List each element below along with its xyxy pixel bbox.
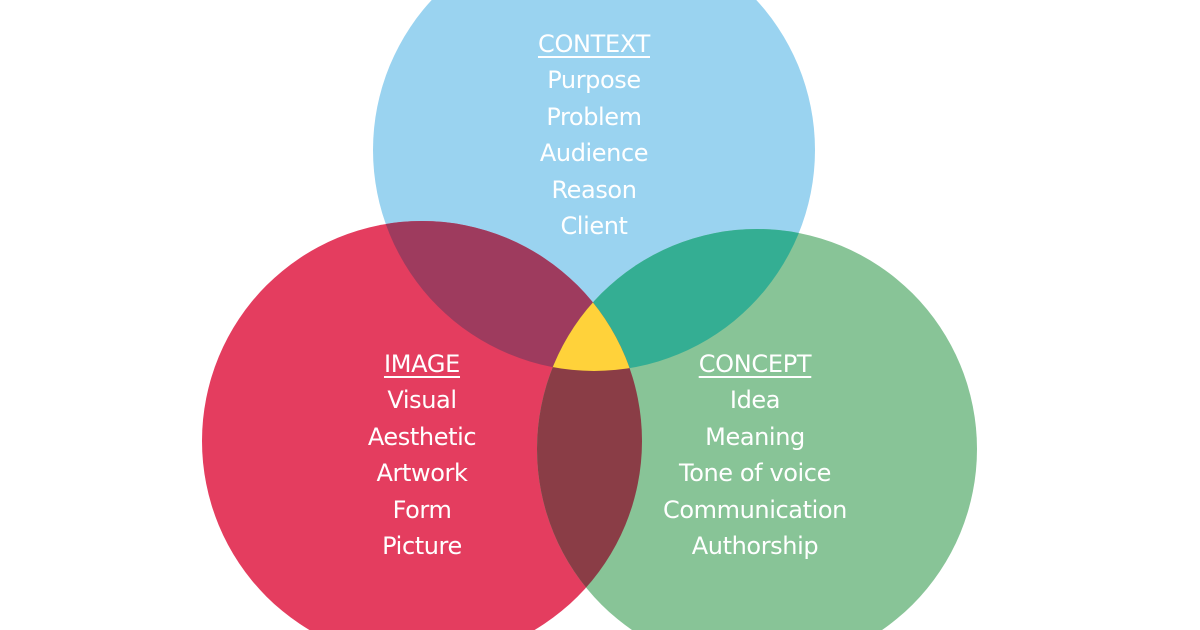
concept-item: Communication [663,495,847,524]
image-item: Aesthetic [367,422,477,451]
image-label-group: IMAGE Visual Aesthetic Artwork Form Pict… [322,346,522,565]
concept-item: Meaning [705,422,805,451]
context-item: Purpose [547,66,641,94]
context-item: Reason [551,175,637,204]
image-item: Picture [382,532,462,560]
context-image-overlap [373,221,642,371]
context-concept-overlap [537,229,815,371]
image-title: IMAGE [383,350,461,378]
context-title: CONTEXT [537,30,650,58]
concept-item: Idea [729,386,781,414]
image-item: Visual [387,386,457,414]
image-item: Artwork [376,459,468,487]
concept-item: Tone of voice [679,459,831,487]
context-item: Problem [546,102,642,131]
image-item: Form [392,495,452,524]
concept-item: Authorship [691,532,819,560]
context-item: Audience [539,139,649,167]
concept-label-group: CONCEPT Idea Meaning Tone of voice Commu… [635,346,875,565]
concept-title: CONCEPT [698,350,812,378]
context-item: Client [560,212,628,240]
context-label-group: CONTEXT Purpose Problem Audience Reason … [494,26,694,245]
